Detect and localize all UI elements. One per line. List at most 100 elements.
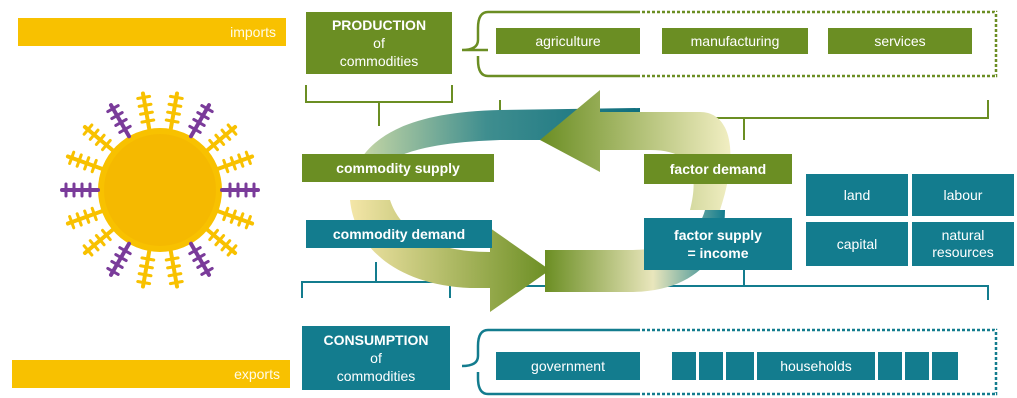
consumption-box: CONSUMPTION of commodities <box>302 326 450 390</box>
wheat-stalk <box>168 91 180 131</box>
wheat-grain <box>75 153 83 168</box>
institution-government: government <box>496 352 640 380</box>
household-segment <box>726 352 754 380</box>
wheat-grain <box>226 244 238 257</box>
sector-services: services <box>828 28 972 54</box>
wheat-grain <box>200 266 214 276</box>
wheat-stalk <box>82 227 115 255</box>
wheat-grain <box>88 239 100 252</box>
wheat-grain <box>88 128 100 141</box>
wheat-grain <box>101 228 112 242</box>
wheat-grain <box>200 104 214 114</box>
wheat-grain <box>168 94 184 100</box>
wheat-grain <box>106 266 120 276</box>
production-of: of <box>373 35 385 51</box>
wheat-grain <box>68 150 76 165</box>
factor-demand-label: factor demand <box>644 154 792 184</box>
sun-wheat-icon <box>60 91 260 289</box>
wheat-grain <box>167 272 183 278</box>
top-right-arrowhead <box>540 90 731 210</box>
sectors-group-outline <box>461 10 998 78</box>
wheat-grain <box>192 117 206 127</box>
wheat-stalk <box>216 154 255 171</box>
exports-bar: exports <box>12 360 290 388</box>
imports-label: imports <box>230 24 276 40</box>
wheat-grain <box>208 138 219 152</box>
wheat-grain <box>244 150 252 165</box>
wheat-stalk <box>109 241 131 277</box>
factor-land: land <box>806 174 908 216</box>
household-segment <box>932 352 958 380</box>
factor-capital: capital <box>806 222 908 266</box>
wheat-grain <box>164 118 180 124</box>
consumption-of: of <box>370 350 382 366</box>
wheat-grain <box>94 234 106 247</box>
wheat-grain <box>222 158 230 174</box>
wheat-grain <box>118 246 132 256</box>
wheat-grain <box>229 209 237 224</box>
wheat-grain <box>140 256 156 262</box>
wheat-grain <box>220 239 232 252</box>
wheat-grain <box>214 234 226 247</box>
wheat-grain <box>118 124 132 134</box>
wheat-grain <box>136 94 152 100</box>
wheat-grain <box>114 253 128 263</box>
commodity-supply-label: commodity supply <box>302 154 494 182</box>
wheat-stalk <box>189 103 211 139</box>
consumption-title: CONSUMPTION <box>323 332 429 348</box>
wheat-grain <box>83 156 91 171</box>
wheat-grain <box>139 110 154 116</box>
wheat-grain <box>220 128 232 141</box>
wheat-grain <box>110 111 124 121</box>
wheat-grain <box>136 280 152 286</box>
wheat-grain <box>101 138 112 152</box>
wheat-stalk <box>65 154 104 171</box>
wheat-grain <box>196 111 210 121</box>
wheat-grain <box>214 133 226 146</box>
consumption-bracket <box>301 262 451 298</box>
household-segment <box>699 352 723 380</box>
wheat-grain <box>244 215 252 230</box>
factor-supply-line1: factor supply <box>674 227 762 243</box>
wheat-grain <box>237 153 245 168</box>
household-segment <box>672 352 696 380</box>
household-segment <box>905 352 929 380</box>
wheat-grain <box>222 206 230 222</box>
production-commodities: commodities <box>339 53 419 69</box>
wheat-grain <box>188 124 202 134</box>
wheat-grain <box>166 264 181 270</box>
wheat-stalk <box>82 125 115 153</box>
wheat-stalk <box>65 209 104 226</box>
sector-agriculture: agriculture <box>496 28 640 54</box>
sectors-bracket <box>499 100 989 140</box>
wheat-grain <box>196 259 210 269</box>
factor-supply-box: factor supply = income <box>644 218 792 270</box>
factor-natural-resources: natural resources <box>912 222 1014 266</box>
imports-bar: imports <box>18 18 286 46</box>
natural-line2: resources <box>932 244 994 260</box>
wheat-grain <box>166 110 181 116</box>
wheat-stalk <box>109 103 131 139</box>
wheat-grain <box>226 123 238 136</box>
wheat-stalk <box>189 241 211 277</box>
wheat-grain <box>137 272 153 278</box>
institution-households: households <box>757 352 875 380</box>
exports-label: exports <box>234 366 280 382</box>
natural-line1: natural <box>941 227 985 243</box>
factor-labour: labour <box>912 174 1014 216</box>
wheat-grain <box>137 102 153 108</box>
wheat-grain <box>110 259 124 269</box>
wheat-grain <box>82 244 94 257</box>
commodity-demand-label: commodity demand <box>306 220 492 248</box>
wheat-grain <box>106 104 120 114</box>
wheat-stalk <box>205 227 238 255</box>
wheat-grain <box>139 264 154 270</box>
factor-supply-line2: = income <box>687 245 749 261</box>
wheat-grain <box>208 228 219 242</box>
circular-flow-arrows <box>350 90 731 312</box>
wheat-stalk <box>168 249 180 289</box>
wheat-stalk <box>140 249 152 289</box>
production-title: PRODUCTION <box>331 17 427 33</box>
wheat-grain <box>75 212 83 227</box>
wheat-grain <box>140 118 156 124</box>
